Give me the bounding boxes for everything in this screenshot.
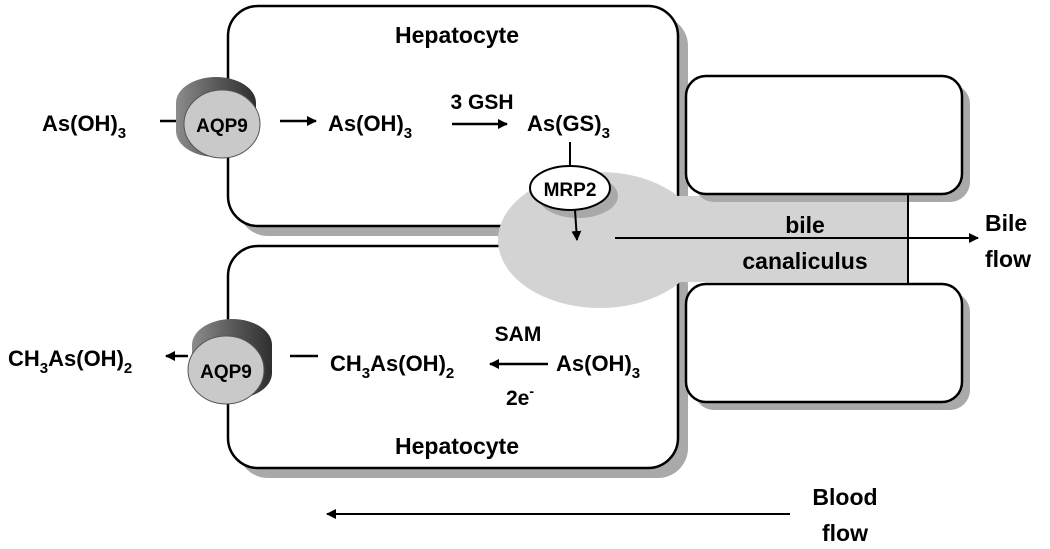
top-hepatocyte-title: Hepatocyte bbox=[395, 22, 519, 48]
bottom-substrate-arsenite: As(OH)3 bbox=[556, 351, 640, 382]
canaliculus-label-line2: canaliculus bbox=[742, 248, 867, 274]
top-aqp9-channel: AQP9 bbox=[176, 77, 261, 159]
bottom-cofactor-electrons: 2e- bbox=[506, 383, 534, 410]
bile-flow-label-line1: Bile bbox=[985, 210, 1027, 236]
bottom-extracellular-mma: CH3As(OH)2 bbox=[8, 346, 132, 377]
top-product-glutathione-complex: As(GS)3 bbox=[527, 111, 610, 142]
bottom-aqp9-channel: AQP9 bbox=[187, 319, 272, 405]
upper-neighbor-cell bbox=[684, 74, 970, 202]
bottom-hepatocyte-title: Hepatocyte bbox=[395, 433, 519, 459]
mrp2-transporter: MRP2 bbox=[529, 165, 618, 218]
bottom-cofactor-sam: SAM bbox=[495, 323, 542, 346]
top-reaction-label: 3 GSH bbox=[450, 91, 513, 114]
top-intracellular-arsenite: As(OH)3 bbox=[328, 111, 412, 142]
canaliculus-label-line1: bile bbox=[785, 212, 825, 238]
top-extracellular-arsenite: As(OH)3 bbox=[42, 111, 126, 142]
mrp2-label: MRP2 bbox=[544, 180, 597, 201]
bottom-aqp9-label: AQP9 bbox=[200, 362, 252, 383]
mrp2-export-arrow bbox=[571, 209, 582, 241]
blood-flow-label-line2: flow bbox=[822, 520, 868, 546]
lower-neighbor-cell bbox=[684, 282, 970, 410]
top-aqp9-label: AQP9 bbox=[196, 116, 248, 137]
blood-flow-label-line1: Blood bbox=[812, 484, 877, 510]
bottom-product-mma: CH3As(OH)2 bbox=[330, 351, 454, 382]
bile-flow-label-line2: flow bbox=[985, 246, 1031, 272]
